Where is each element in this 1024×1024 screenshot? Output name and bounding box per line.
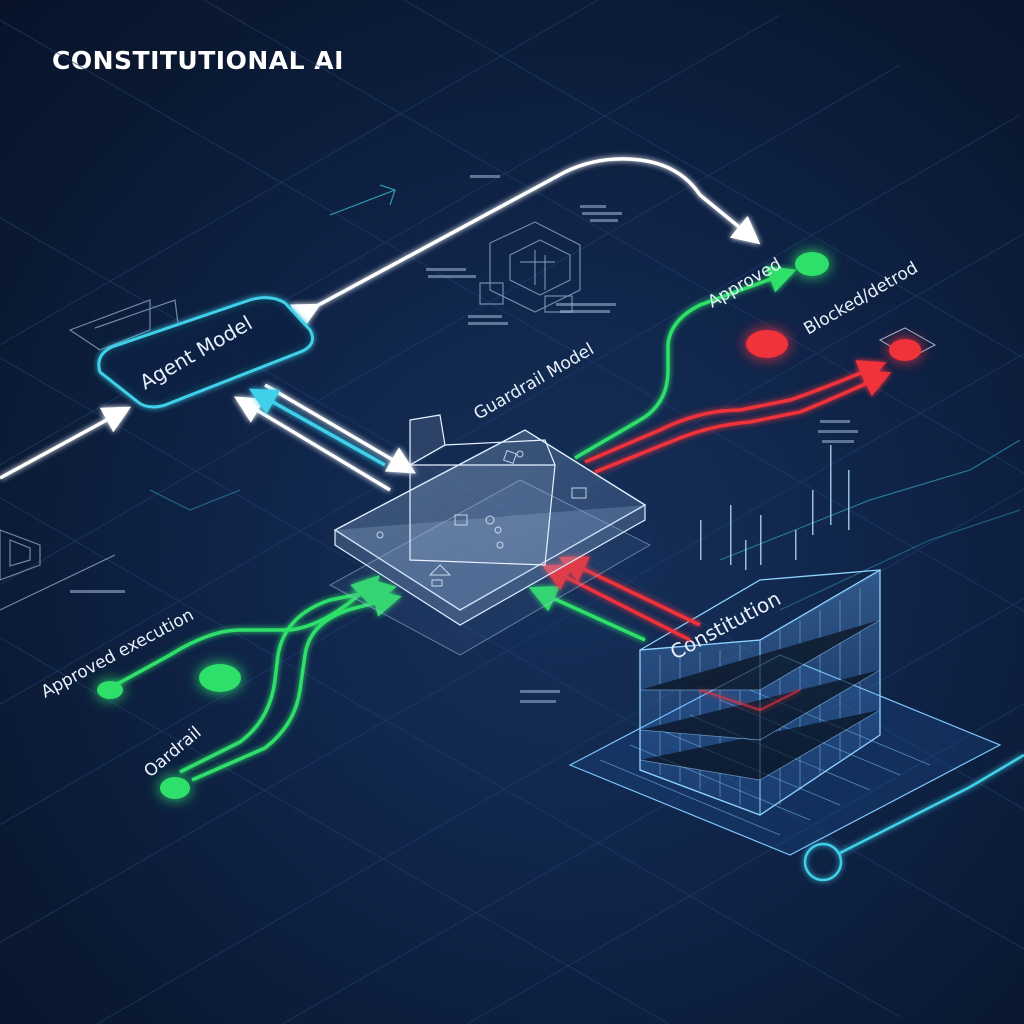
diagram-title: CONSTITUTIONAL AI [52, 46, 344, 75]
agent-model-node[interactable]: Agent Model [97, 296, 314, 409]
blueprint-text-marks [70, 175, 858, 703]
flow-white [0, 157, 761, 492]
flow-green [109, 266, 797, 782]
approved-label: Approved [705, 254, 786, 312]
flow-cyan [248, 388, 386, 467]
guardrail-output-indicator: Oardrail [140, 723, 205, 799]
terminal-connector [803, 753, 1024, 882]
guardrail-model-node[interactable]: Guardrail Model [328, 339, 652, 656]
guardrail-output-label: Oardrail [140, 723, 205, 782]
guardrail-model-label: Guardrail Model [471, 339, 598, 424]
flow-red [541, 360, 892, 642]
